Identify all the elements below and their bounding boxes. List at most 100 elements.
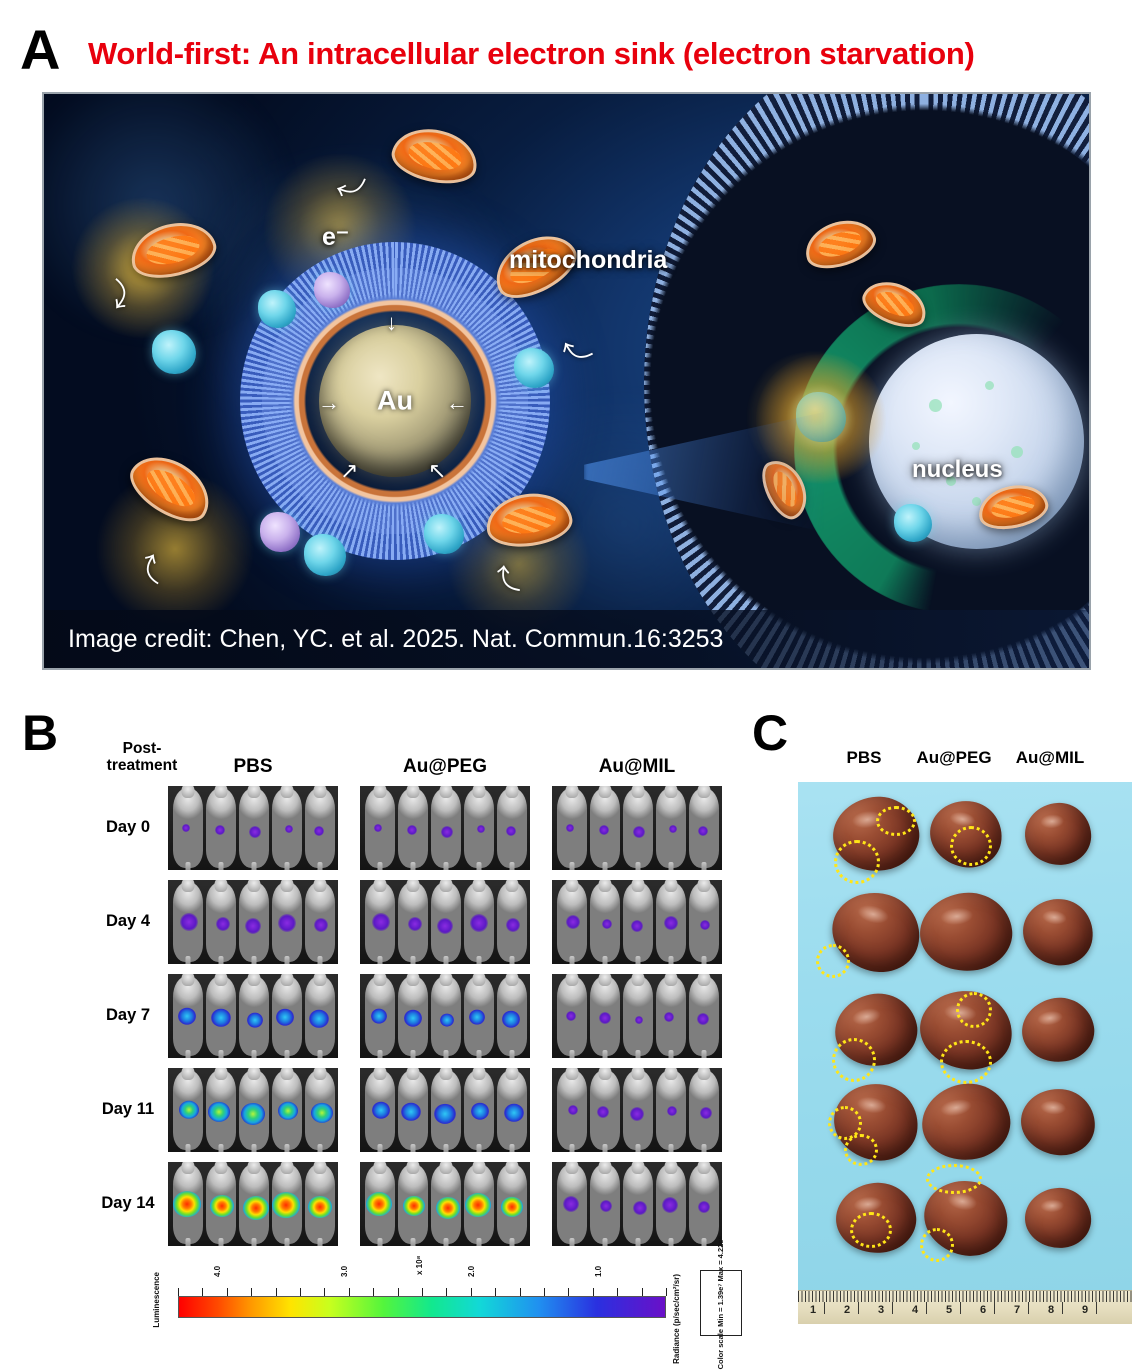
metastasis-highlight-circle xyxy=(832,1038,876,1082)
luminescence-signal xyxy=(661,1197,678,1213)
metastasis-highlight-circle xyxy=(920,1228,954,1262)
bioluminescence-image[interactable] xyxy=(360,786,530,870)
curved-arrow-icon: ⤵ xyxy=(494,560,524,594)
colorbar-tick xyxy=(397,1288,399,1296)
tumor-nodule[interactable] xyxy=(1022,800,1094,868)
colorbar-tick xyxy=(446,1288,448,1296)
bioluminescence-image[interactable] xyxy=(552,880,722,964)
luminescence-signal xyxy=(599,825,610,835)
bioluminescence-image[interactable] xyxy=(168,974,338,1058)
tumor-specular-highlight xyxy=(1036,1008,1065,1027)
ruler-separator xyxy=(1096,1302,1097,1314)
ruler-separator xyxy=(824,1302,825,1314)
ruler-number: 6 xyxy=(980,1304,987,1316)
ruler-number: 4 xyxy=(912,1304,919,1316)
image-credit-text: Image credit: Chen, YC. et al. 2025. Nat… xyxy=(68,624,724,653)
luminescence-signal xyxy=(502,1010,521,1028)
colorbar-tick-label: 3.0 xyxy=(339,1265,349,1277)
luminescence-signal xyxy=(241,1102,266,1126)
bioluminescence-image[interactable] xyxy=(168,1162,338,1246)
radiance-line2: (p/sec/cm²/sr) xyxy=(672,1274,681,1327)
luminescence-signal xyxy=(668,825,677,833)
luminescence-signal xyxy=(697,1013,710,1025)
luminescence-signal xyxy=(173,1191,202,1217)
tumor-group-header-pbs: PBS xyxy=(846,748,882,767)
bioluminescence-image[interactable] xyxy=(552,974,722,1058)
colorbar-tick xyxy=(300,1288,301,1296)
luminescence-signal xyxy=(666,1106,677,1116)
luminescence-signal xyxy=(242,1196,269,1220)
luminescence-signal xyxy=(370,1008,387,1024)
day-label: Day 7 xyxy=(105,1006,151,1024)
tumor-nodule[interactable] xyxy=(1023,1186,1093,1250)
tumor-nodule[interactable] xyxy=(1018,894,1098,970)
luminescence-signal xyxy=(476,825,485,833)
luminescence-signal xyxy=(632,826,645,838)
luminescence-signal xyxy=(697,826,708,836)
tumor-specular-highlight xyxy=(855,902,891,927)
luminescence-signal xyxy=(630,920,643,932)
electron-label: e⁻ xyxy=(322,223,350,251)
ruler-separator xyxy=(960,1302,961,1314)
inward-arrow-icon: → xyxy=(318,390,340,415)
luminescence-signal xyxy=(664,916,678,930)
luminescence-signal xyxy=(374,824,383,832)
ruler-separator xyxy=(892,1302,893,1314)
color-scale-max: Max = 4.22e⁸ xyxy=(716,1236,726,1282)
post-treatment-line2: treatment xyxy=(106,757,178,775)
tumor-nodule[interactable] xyxy=(1017,992,1099,1068)
nucleus-speck xyxy=(1010,445,1023,458)
luminescence-signal xyxy=(248,826,261,838)
luminescence-signal xyxy=(470,1102,489,1120)
luminescence-signal xyxy=(469,1009,486,1025)
ruler-number: 9 xyxy=(1082,1304,1089,1316)
bioluminescence-image[interactable] xyxy=(360,1162,530,1246)
luminescence-signal xyxy=(371,913,390,931)
luminescence-signal xyxy=(211,1008,231,1028)
luminescence-signal xyxy=(314,918,329,932)
luminescence-signal xyxy=(434,1103,457,1125)
luminescence-signal xyxy=(284,825,293,833)
bioluminescence-image[interactable] xyxy=(360,974,530,1058)
post-treatment-line1: Post- xyxy=(122,740,162,757)
ruler-separator xyxy=(1062,1302,1063,1314)
luminescence-signal xyxy=(635,1016,644,1024)
tumor-nodule[interactable] xyxy=(916,888,1016,976)
tumor-nodule[interactable] xyxy=(915,1076,1017,1168)
bioluminescence-image[interactable] xyxy=(360,880,530,964)
nucleus-label: nucleus xyxy=(912,456,1003,483)
panel-b: B Post- treatment PBS Au@PEG Au@MIL Day … xyxy=(0,690,748,1352)
colorbar-tick xyxy=(202,1288,204,1296)
luminescence-signal xyxy=(310,1102,333,1124)
luminescence-signal xyxy=(215,825,226,835)
tumor-nodule[interactable] xyxy=(1018,1085,1098,1159)
nanoparticle-cluster xyxy=(258,290,296,328)
nucleus-speck xyxy=(912,441,920,450)
colorbar-tick xyxy=(226,1288,228,1296)
luminescence-signal xyxy=(440,826,453,838)
bioluminescence-image[interactable] xyxy=(552,1068,722,1152)
group-header-aumil: Au@MIL xyxy=(598,756,676,777)
bioluminescence-image[interactable] xyxy=(168,1068,338,1152)
colorbar-tick xyxy=(592,1288,594,1296)
bioluminescence-image[interactable] xyxy=(360,1068,530,1152)
ruler-number: 8 xyxy=(1048,1304,1055,1316)
bioluminescence-image[interactable] xyxy=(168,786,338,870)
cell-illustration xyxy=(644,94,1089,668)
tumor-specular-highlight xyxy=(855,1094,889,1116)
tumor-group-header-aupeg: Au@PEG xyxy=(916,748,992,767)
bioluminescence-image[interactable] xyxy=(168,880,338,964)
luminescence-signal xyxy=(506,918,521,932)
bioluminescence-image[interactable] xyxy=(552,786,722,870)
metastasis-highlight-circle xyxy=(950,826,992,866)
luminescence-signal xyxy=(563,1196,580,1212)
luminescence-signal xyxy=(372,1101,391,1119)
metastasis-highlight-circle xyxy=(926,1164,982,1194)
luminescence-signal xyxy=(404,1009,422,1027)
bioluminescence-image[interactable] xyxy=(552,1162,722,1246)
image-credit-bar: Image credit: Chen, YC. et al. 2025. Nat… xyxy=(44,610,1089,668)
curved-arrow-icon: ⤵ xyxy=(557,329,596,369)
nanoparticle-cluster xyxy=(314,272,350,308)
radiance-line1: Radiance xyxy=(672,1328,681,1364)
tumor-specular-highlight xyxy=(1039,1099,1068,1117)
